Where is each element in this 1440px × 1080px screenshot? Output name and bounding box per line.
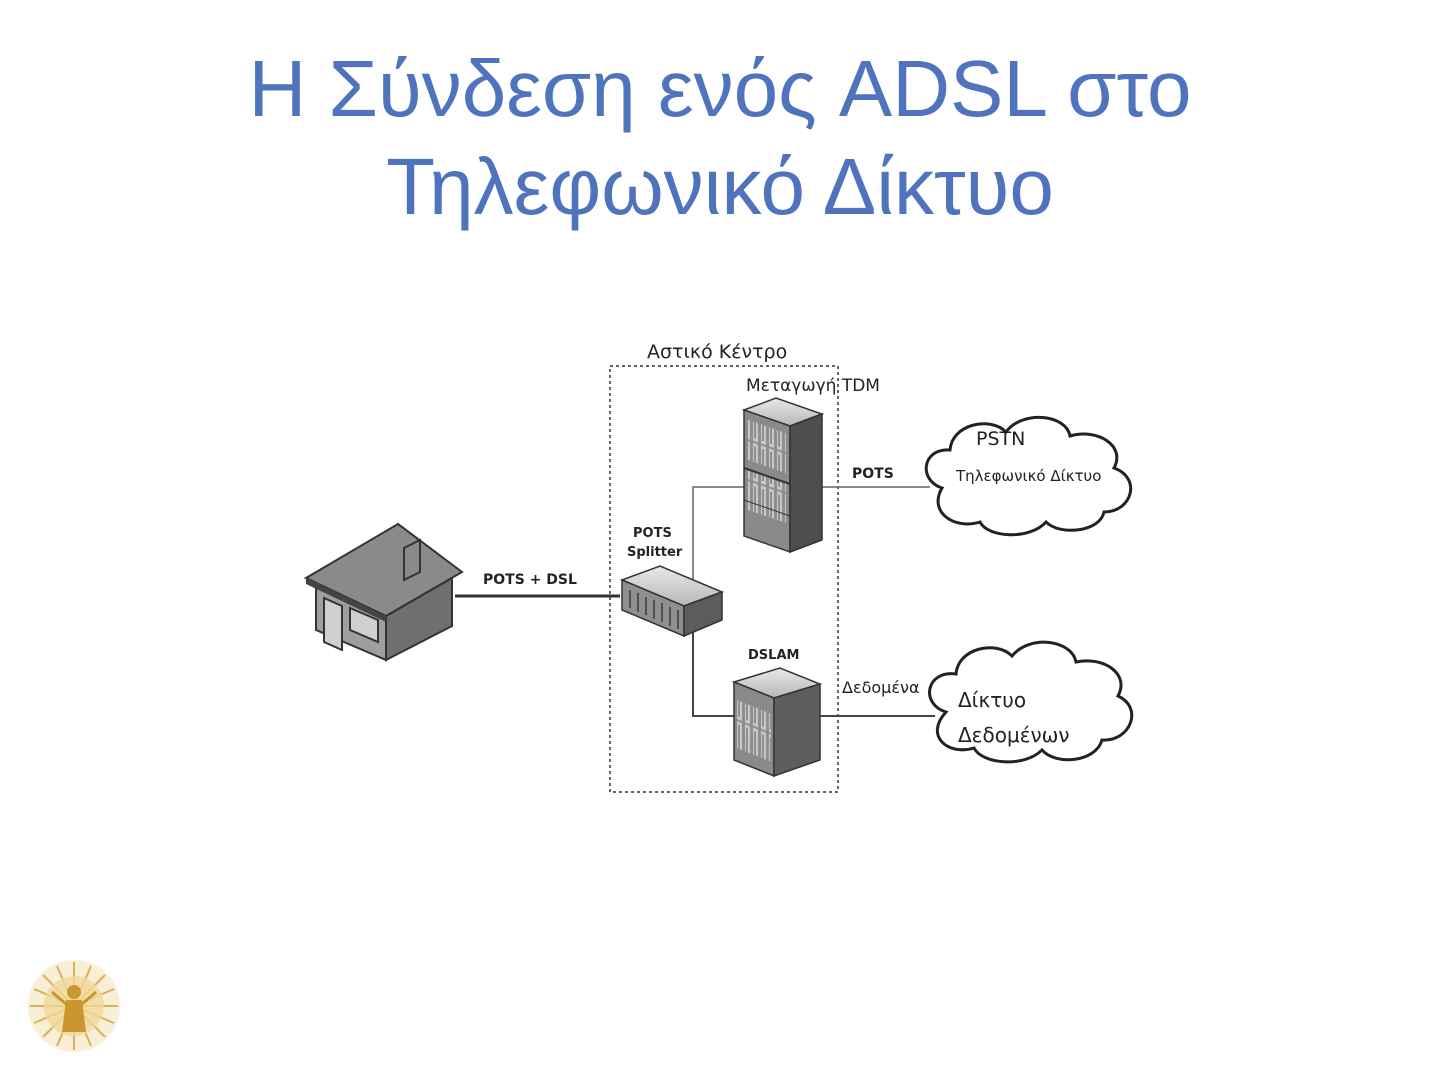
pstn-cloud-label-line-1: PSTN xyxy=(976,428,1025,450)
pots-link-label: POTS xyxy=(852,466,894,482)
pots-splitter-label-line-1: POTS xyxy=(633,526,672,541)
splitter-to-dslam-line xyxy=(693,632,734,716)
university-logo-icon xyxy=(28,960,120,1052)
central-office-label: Αστικό Κέντρο xyxy=(647,341,787,363)
tdm-switch-label: Μεταγωγή TDM xyxy=(746,376,880,396)
data-cloud-label-line-1: Δίκτυο xyxy=(958,688,1026,712)
data-cloud-label-line-2: Δεδομένων xyxy=(958,723,1070,747)
dslam-icon xyxy=(734,668,820,776)
house-icon xyxy=(306,524,462,660)
pstn-cloud-label-line-2: Τηλεφωνικό Δίκτυο xyxy=(955,467,1101,485)
pots-splitter-label-line-2: Splitter xyxy=(627,545,683,560)
home-link-label: POTS + DSL xyxy=(483,572,577,588)
pots-splitter-icon xyxy=(622,566,722,636)
splitter-to-tdm-line xyxy=(693,487,744,582)
dslam-label: DSLAM xyxy=(748,648,799,663)
tdm-switch-icon xyxy=(744,398,822,552)
data-link-label: Δεδομένα xyxy=(842,678,919,697)
